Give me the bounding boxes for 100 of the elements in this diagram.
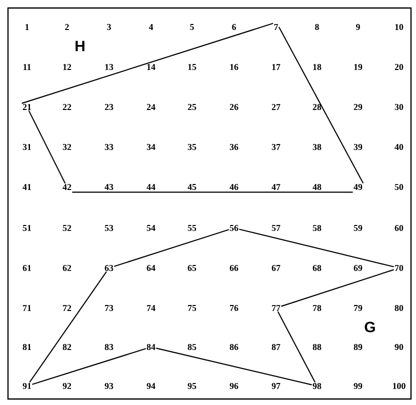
polygon-side xyxy=(281,269,394,307)
grid-number: 52 xyxy=(62,225,72,232)
grid-number: 96 xyxy=(230,383,238,390)
grid-number: 95 xyxy=(188,383,196,390)
grid-number: 35 xyxy=(188,144,196,150)
grid-number: 83 xyxy=(104,344,114,350)
grid-number: 70 xyxy=(395,264,404,272)
grid-number: 85 xyxy=(188,344,196,350)
grid-number: 56 xyxy=(230,225,238,232)
grid-number: 68 xyxy=(312,264,322,272)
shape-letter: H xyxy=(76,40,84,52)
grid-number: 45 xyxy=(188,184,196,190)
grid-number: 61 xyxy=(22,265,32,272)
grid-number: 22 xyxy=(62,104,72,110)
polygon-side xyxy=(72,192,353,193)
grid-number: 79 xyxy=(354,305,362,312)
grid-number: 42 xyxy=(62,184,72,190)
grid-number: 3 xyxy=(107,24,111,30)
grid-number: 46 xyxy=(230,184,238,190)
grid-number: 37 xyxy=(272,144,280,150)
grid-number: 98 xyxy=(312,382,322,390)
grid-number: 63 xyxy=(104,265,114,272)
shape-letter: G xyxy=(364,322,375,332)
grid-number: 34 xyxy=(146,144,156,150)
polygon-side xyxy=(277,311,316,383)
grid-number: 12 xyxy=(63,64,72,70)
polygon-side xyxy=(239,228,394,268)
grid-number: 82 xyxy=(62,344,72,350)
grid-number: 33 xyxy=(104,144,114,150)
grid-number: 19 xyxy=(354,64,362,70)
grid-number: 48 xyxy=(312,184,322,190)
grid-number: 7 xyxy=(274,24,278,30)
grid-number: 41 xyxy=(22,184,32,190)
polygon-side xyxy=(22,22,274,104)
grid-number: 91 xyxy=(22,383,32,390)
grid-number: 14 xyxy=(147,64,156,70)
grid-number: 88 xyxy=(312,344,322,350)
grid-number: 62 xyxy=(62,265,72,272)
grid-number: 44 xyxy=(146,184,156,190)
grid-number: 50 xyxy=(394,184,404,190)
grid-number: 13 xyxy=(105,64,114,70)
grid-number: 74 xyxy=(147,305,156,311)
grid-number: 67 xyxy=(272,265,280,272)
grid-number: 9 xyxy=(356,24,360,30)
grid-number: 11 xyxy=(23,64,31,70)
grid-number: 66 xyxy=(230,265,238,272)
grid-number: 76 xyxy=(230,305,238,312)
grid-number: 92 xyxy=(62,383,72,390)
polygon-side xyxy=(28,110,66,184)
grid-number: 69 xyxy=(354,265,362,272)
polygon-side xyxy=(156,348,312,386)
grid-number: 29 xyxy=(354,104,362,110)
grid-number: 20 xyxy=(394,64,404,70)
grid-number: 55 xyxy=(188,225,196,231)
grid-number: 58 xyxy=(312,224,322,232)
grid-number: 39 xyxy=(354,144,362,150)
grid-number: 75 xyxy=(188,305,196,311)
grid-number: 59 xyxy=(354,225,362,232)
grid-number: 15 xyxy=(188,64,196,70)
polygon-side xyxy=(114,229,229,267)
grid-number: 73 xyxy=(105,305,114,312)
grid-number: 53 xyxy=(104,225,114,232)
grid-number: 2 xyxy=(65,24,69,30)
grid-number: 28 xyxy=(312,104,322,110)
grid-number: 5 xyxy=(190,24,194,30)
grid-number: 81 xyxy=(22,344,32,350)
grid-number: 49 xyxy=(354,184,362,190)
grid-number: 97 xyxy=(272,383,280,390)
grid-number: 23 xyxy=(104,104,114,110)
grid-number: 32 xyxy=(62,144,72,150)
grid-number: 65 xyxy=(188,265,196,272)
grid-number: 18 xyxy=(313,64,322,70)
grid-number: 84 xyxy=(146,344,156,350)
grid-number: 25 xyxy=(188,104,196,110)
grid-number: 87 xyxy=(272,344,280,350)
grid-number: 60 xyxy=(394,224,404,232)
grid-number: 26 xyxy=(230,104,238,110)
grid-number: 86 xyxy=(230,344,238,350)
polygon-side xyxy=(29,271,107,383)
grid-number: 57 xyxy=(272,225,280,231)
grid-number: 93 xyxy=(104,383,114,390)
grid-number: 30 xyxy=(394,104,404,110)
grid-number: 47 xyxy=(272,184,280,190)
grid-number: 27 xyxy=(272,104,280,110)
grid-number: 72 xyxy=(63,305,72,311)
grid-number: 90 xyxy=(394,344,404,350)
grid-number: 24 xyxy=(146,104,156,110)
grid-number: 4 xyxy=(148,24,154,30)
grid-number: 10 xyxy=(395,24,404,30)
grid-number: 8 xyxy=(315,24,319,30)
grid-number: 6 xyxy=(232,24,236,30)
grid-number: 54 xyxy=(146,225,156,231)
grid-number: 99 xyxy=(354,383,362,390)
grid-number: 78 xyxy=(313,304,322,312)
grid-number: 43 xyxy=(104,184,114,190)
grid-number: 77 xyxy=(272,305,280,311)
grid-number: 1 xyxy=(25,24,29,30)
polygon-side xyxy=(278,26,364,184)
grid-number: 16 xyxy=(230,64,238,70)
grid-number: 64 xyxy=(146,265,156,272)
